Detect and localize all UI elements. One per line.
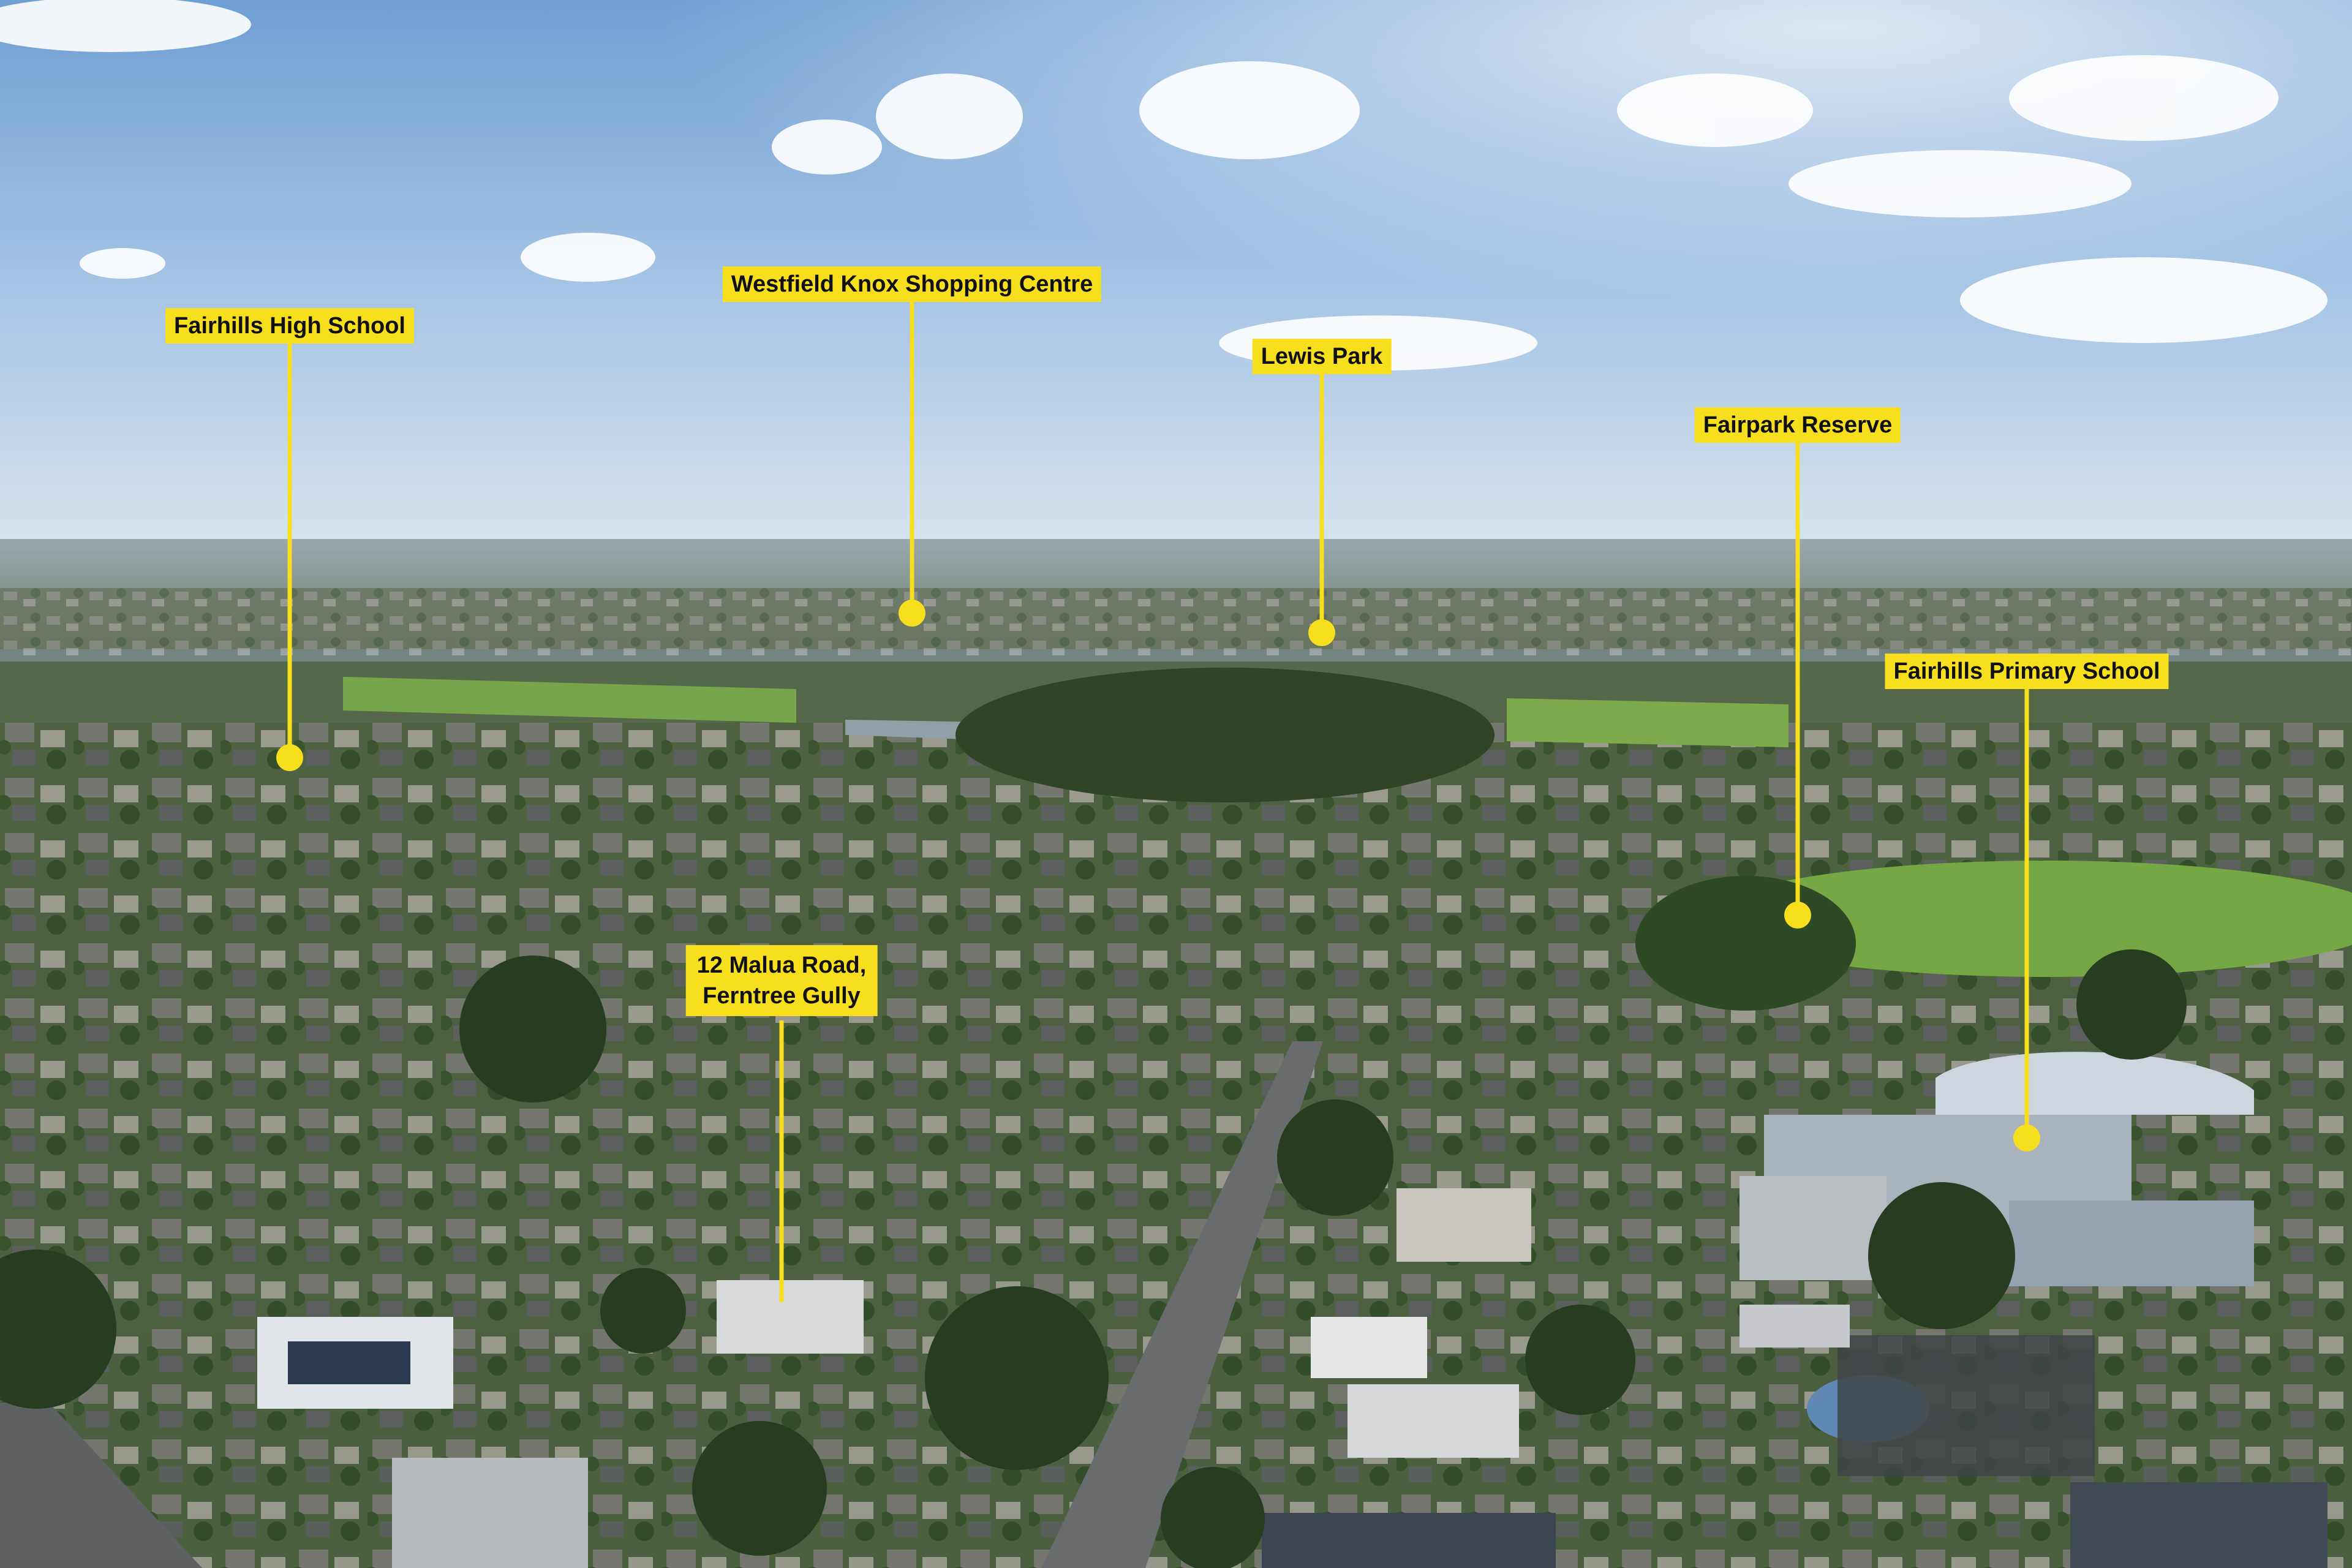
aerial-photo bbox=[0, 0, 2352, 1568]
